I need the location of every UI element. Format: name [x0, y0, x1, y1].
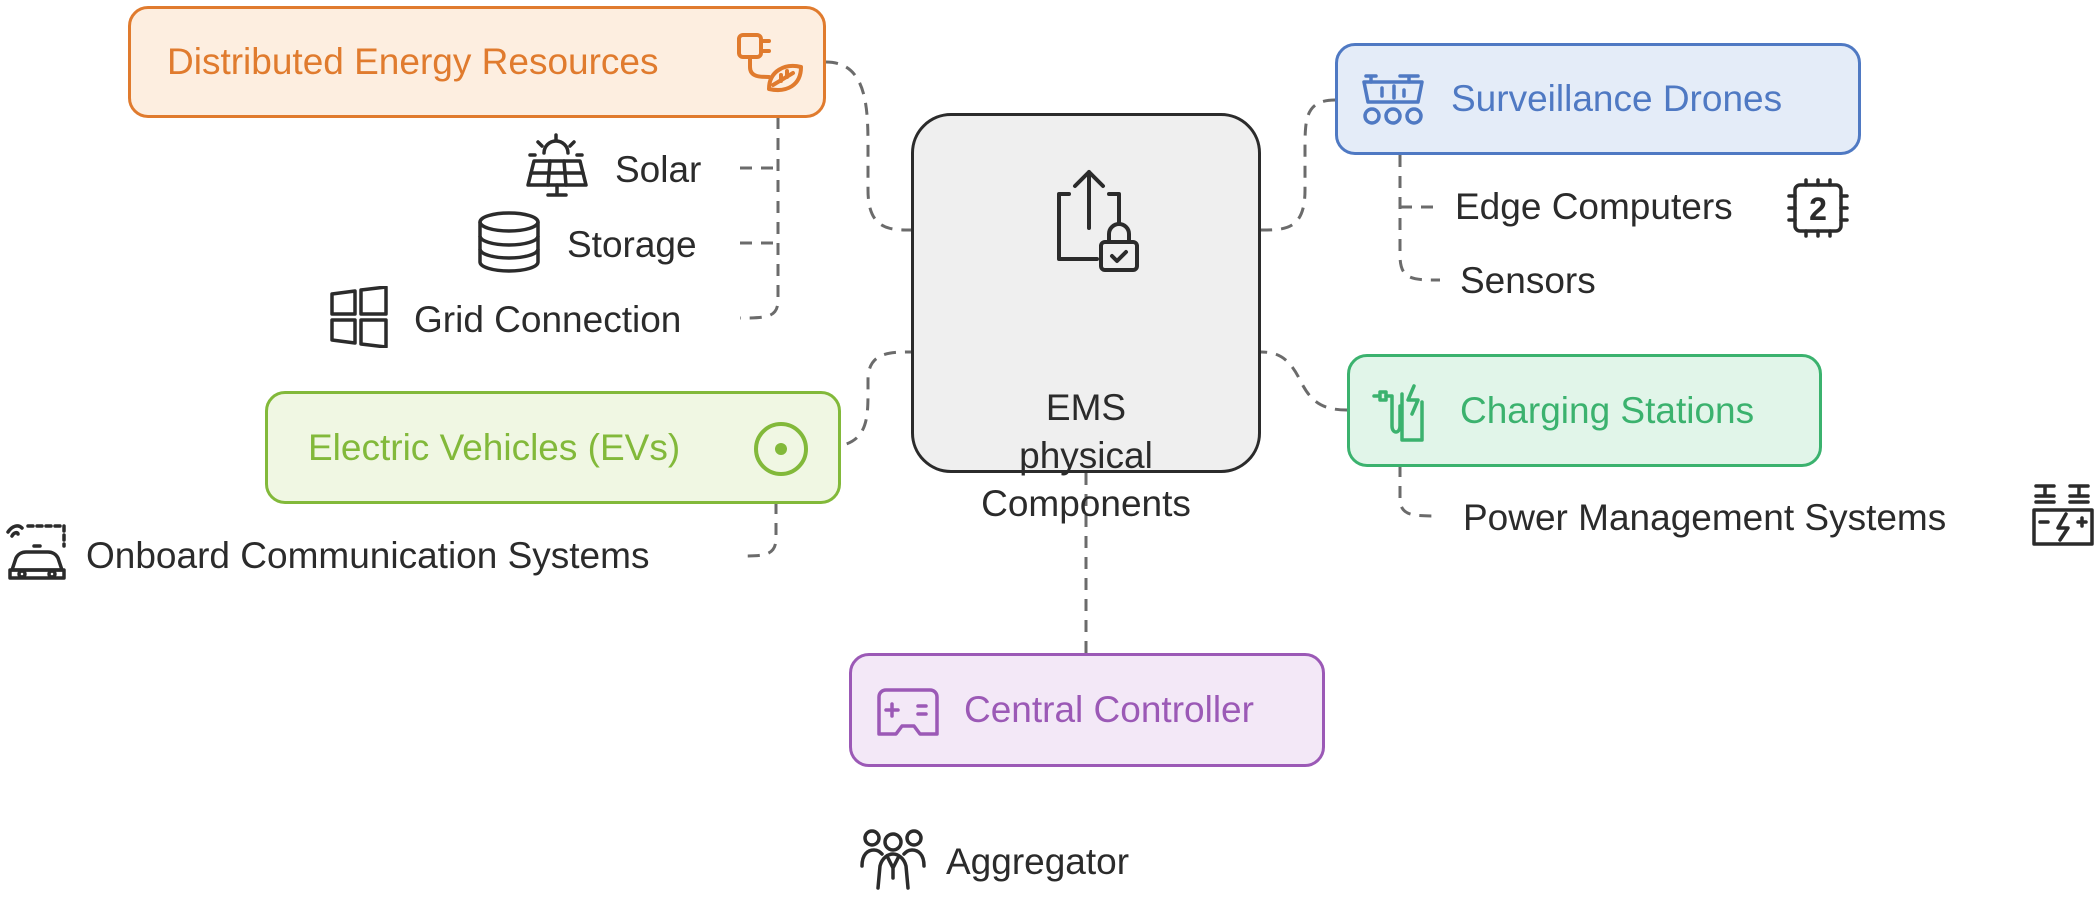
connector-onboard: [739, 502, 778, 558]
gamepad-icon: [876, 686, 940, 738]
category-controller: Central Controller: [849, 653, 1325, 767]
category-ev: Electric Vehicles (EVs): [265, 391, 841, 504]
center-title: EMS physical Components: [914, 384, 1258, 528]
item-onboard: Onboard Communication Systems: [86, 535, 650, 576]
charging-plug-icon: [1372, 382, 1432, 444]
category-charging-label: Charging Stations: [1460, 389, 1755, 431]
item-edge: Edge Computers: [1455, 186, 1733, 227]
plug-leaf-icon: [735, 27, 805, 99]
category-ev-label: Electric Vehicles (EVs): [308, 426, 681, 468]
drone-rover-icon: [1360, 70, 1426, 130]
connector-der: [825, 60, 912, 232]
car-signal-icon: [4, 520, 70, 586]
item-aggregator: Aggregator: [946, 841, 1130, 882]
item-solar: Solar: [615, 149, 702, 190]
solar-panel-icon: [524, 133, 590, 199]
connector-power: [1398, 465, 1441, 518]
grid-windows-icon: [328, 286, 390, 348]
upload-lock-icon: [1039, 164, 1139, 274]
center-line-1: EMS: [1045, 387, 1127, 428]
item-power: Power Management Systems: [1463, 497, 1947, 538]
category-charging: Charging Stations: [1347, 354, 1822, 467]
connector-edge: [1398, 155, 1441, 282]
connector-ev: [825, 350, 912, 449]
item-sensors: Sensors: [1460, 260, 1596, 301]
category-der-label: Distributed Energy Resources: [167, 41, 659, 82]
category-drones-label: Surveillance Drones: [1451, 78, 1783, 119]
connector-charging: [1260, 350, 1348, 412]
center-line-2: physical: [1019, 435, 1153, 476]
connector-solar: [739, 117, 780, 320]
category-drones: Surveillance Drones: [1335, 43, 1861, 155]
people-group-icon: [860, 826, 926, 892]
category-der: Distributed Energy Resources: [128, 6, 826, 118]
chip-number: 2: [1809, 191, 1827, 227]
chip-2-icon: 2: [1786, 178, 1850, 238]
database-icon: [476, 210, 542, 274]
item-grid: Grid Connection: [414, 299, 682, 340]
power-battery-icon: [2030, 482, 2096, 548]
connector-drones: [1260, 98, 1336, 232]
item-storage: Storage: [567, 224, 697, 265]
target-circle-icon: [752, 420, 810, 478]
category-controller-label: Central Controller: [964, 689, 1254, 730]
center-line-3: Components: [981, 483, 1191, 524]
center-node: EMS physical Components: [911, 113, 1261, 524]
